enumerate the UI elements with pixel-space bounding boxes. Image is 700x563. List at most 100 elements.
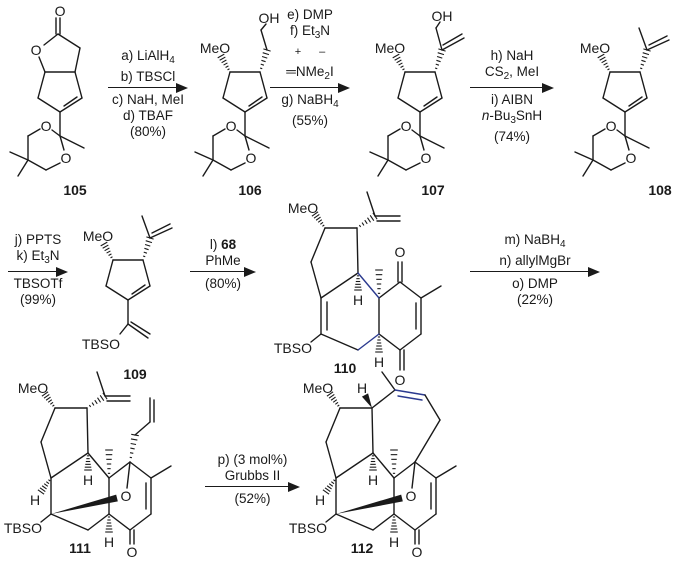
reagent-text: j) PPTS	[14, 232, 62, 247]
hashed-bond	[91, 402, 95, 406]
bond	[74, 71, 83, 99]
bond	[244, 135, 250, 151]
bond	[435, 465, 457, 479]
compound-label-106: 106	[238, 182, 262, 198]
bond	[419, 97, 443, 113]
atom-o-bridge: O	[121, 488, 132, 504]
atom-o: O	[226, 118, 237, 134]
atom-h: H	[357, 380, 367, 396]
reagent-line: (99%)	[0, 292, 88, 308]
atom-meo: MeO	[18, 380, 48, 396]
arrow-head-icon	[176, 83, 188, 93]
compound-label-105: 105	[63, 182, 87, 198]
bond	[356, 227, 359, 274]
reagent-line: (22%)	[450, 292, 620, 308]
reagent-text: a) LiAlH	[121, 48, 170, 63]
hashed-bond	[436, 55, 443, 59]
bond	[59, 135, 85, 149]
conditions-above: p) (3 mol%)Grubbs II	[185, 452, 320, 484]
hashed-bond	[52, 404, 55, 407]
bond	[381, 371, 396, 391]
arrow-head-icon	[288, 482, 300, 492]
bond	[87, 513, 110, 531]
new-bond	[394, 389, 426, 396]
bond	[602, 97, 626, 113]
bond	[212, 128, 226, 137]
conditions-below: (80%)	[170, 276, 276, 292]
conditions-below: (52%)	[185, 491, 320, 507]
atom-h: H	[389, 534, 399, 550]
arrow-shaft	[205, 486, 292, 487]
bond	[411, 461, 416, 489]
hashed-bond	[326, 391, 334, 397]
atom-o: O	[127, 544, 138, 560]
hashed-bond	[601, 59, 607, 64]
bond	[435, 21, 441, 29]
hashed-bond	[319, 221, 324, 225]
hashed-bond	[334, 401, 339, 405]
hashed-bond	[41, 391, 49, 397]
bond	[127, 285, 151, 301]
atom-tbso: TBSO	[82, 336, 120, 352]
bond	[582, 159, 594, 177]
atom-meo: MeO	[288, 200, 318, 216]
bond	[369, 151, 389, 161]
hashed-bond	[102, 244, 109, 249]
bond	[442, 33, 463, 46]
hashed-bond	[642, 52, 650, 56]
reagent-line: Grubbs II	[185, 468, 320, 484]
hashed-bond	[219, 56, 226, 61]
bond	[127, 323, 149, 339]
reagent-text: CS	[484, 64, 504, 79]
atom-meo: MeO	[303, 380, 333, 396]
structure-106: MeO OH O O	[194, 10, 280, 177]
bond	[435, 27, 443, 51]
arrow-head-icon	[338, 83, 350, 93]
bond	[371, 389, 396, 409]
hashed-bond	[394, 56, 401, 61]
bond	[194, 151, 214, 161]
hashed-bond	[398, 62, 403, 66]
arrow-head-icon	[56, 267, 68, 277]
bond	[37, 71, 46, 99]
reagent-line: (80%)	[88, 124, 208, 140]
hashed-bond	[45, 481, 50, 485]
hashed-bond	[94, 399, 98, 405]
bond	[43, 33, 59, 46]
structure-107: MeO OH O O	[369, 8, 465, 177]
bond	[624, 135, 630, 151]
bond	[149, 227, 173, 239]
reagent-text: 4	[333, 99, 339, 110]
hashed-bond	[313, 213, 320, 219]
bond	[105, 259, 114, 287]
arrow-shaft	[8, 271, 60, 272]
hashed-bond	[130, 442, 137, 446]
reagent-text: Grubbs II	[224, 468, 281, 483]
hashed-bond	[225, 65, 229, 68]
bond	[310, 333, 322, 343]
reagent-text: TBSOTf	[13, 276, 63, 291]
arrow-shaft	[270, 87, 342, 88]
bond	[40, 441, 52, 479]
bond	[259, 71, 268, 99]
bond	[236, 129, 246, 137]
reagent-text: 2	[503, 71, 510, 82]
reagent-line: h) NaH	[450, 48, 574, 64]
reagent-text: 2	[324, 71, 330, 82]
reagent-text: k) Et	[16, 248, 45, 263]
bond	[393, 461, 416, 479]
hashed-bond	[142, 255, 146, 258]
hashed-bond	[367, 217, 371, 223]
atom-h: H	[374, 354, 384, 370]
bond	[419, 135, 425, 151]
bond	[96, 371, 106, 397]
hashed-bond	[317, 219, 323, 223]
reagent-text: 3	[44, 255, 50, 266]
bond	[230, 162, 246, 171]
bond	[86, 407, 89, 454]
bond	[129, 513, 152, 531]
new-bond	[357, 272, 380, 299]
